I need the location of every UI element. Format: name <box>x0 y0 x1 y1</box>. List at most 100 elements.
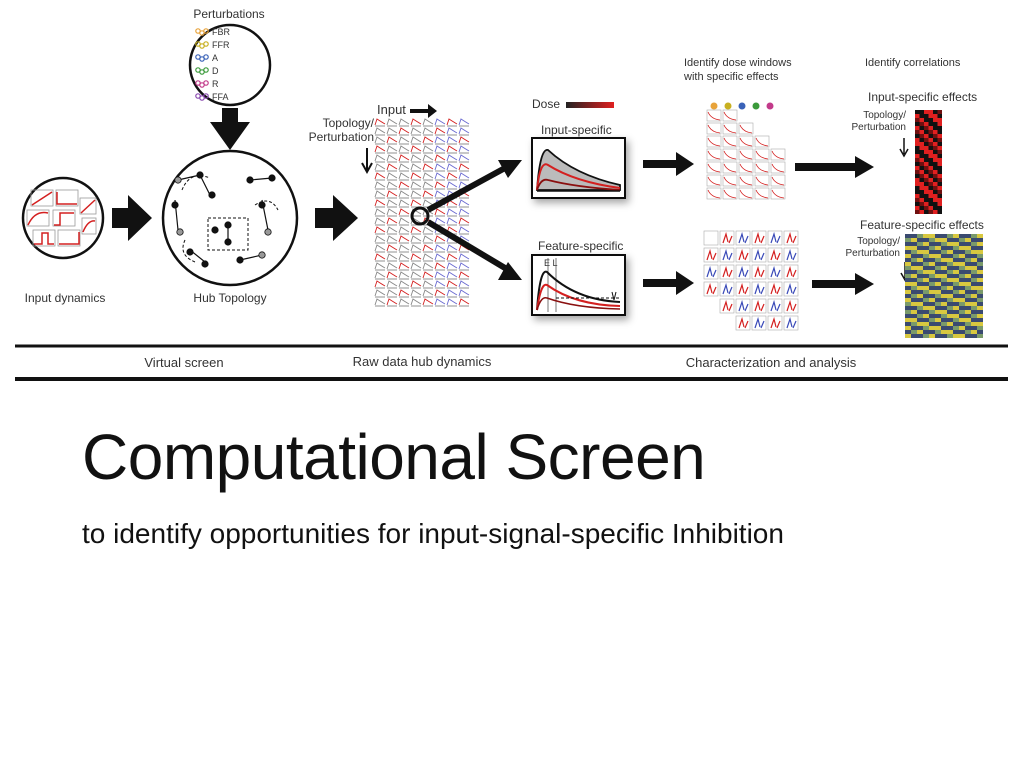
heatmap-cell <box>965 262 971 266</box>
heatmap-cell <box>971 282 977 286</box>
dose-window-cell <box>783 264 799 280</box>
dynamics-thumbnail <box>434 154 446 162</box>
dose-window-cell <box>738 161 754 174</box>
cell-frame <box>754 135 770 148</box>
dynamics-thumbnail <box>458 235 470 243</box>
heatmap-cell <box>977 274 983 278</box>
heatmap-cell <box>905 238 911 242</box>
heatmap-cell <box>917 286 923 290</box>
dynamics-thumbnail <box>410 271 422 279</box>
heatmap-cell <box>929 310 935 314</box>
dynamics-thumbnail <box>386 172 398 180</box>
heatmap-cell <box>941 246 947 250</box>
heatmap-cell <box>928 186 933 190</box>
heatmap-cell <box>971 266 977 270</box>
heatmap-cell <box>941 258 947 262</box>
dynamics-thumbnail <box>374 280 386 288</box>
dose-window-cell <box>767 298 783 314</box>
selection-ring <box>410 206 430 226</box>
heatmap-cell <box>965 334 971 338</box>
heatmap-cell <box>915 162 920 166</box>
heatmap-cell <box>924 142 929 146</box>
heatmap-cell <box>965 330 971 334</box>
dose-window-cell <box>722 122 738 135</box>
cell-frame <box>706 187 722 200</box>
cell-curve <box>771 189 785 199</box>
heatmap-cell <box>924 210 929 214</box>
dynamics-thumbnail <box>446 127 458 135</box>
heatmap-cell <box>928 138 933 142</box>
heatmap-cell <box>917 298 923 302</box>
heatmap-cell <box>977 306 983 310</box>
dynamics-thumbnail <box>374 253 386 261</box>
heatmap-cell <box>935 318 941 322</box>
heatmap-cell <box>919 178 924 182</box>
feature-marks: E L <box>544 258 558 268</box>
heatmap-cell <box>915 186 920 190</box>
heatmap-cell <box>915 194 920 198</box>
heatmap-cell <box>928 110 933 114</box>
dynamics-thumbnail <box>446 289 458 297</box>
hub-node <box>246 176 254 184</box>
section-virtual-screen: Virtual screen <box>144 355 223 370</box>
cell-curve <box>723 124 737 134</box>
heatmap-cell <box>905 286 911 290</box>
hub-node <box>268 174 276 182</box>
heatmap-cell <box>923 250 929 254</box>
heatmap-cell <box>929 278 935 282</box>
dynamics-thumbnail <box>434 163 446 171</box>
dose-window-cell <box>719 230 735 246</box>
dose-window-cell <box>703 281 719 297</box>
input-specific-effects-label: Input-specific effects <box>868 90 977 104</box>
dynamics-thumbnail <box>398 163 410 171</box>
heatmap-cell <box>941 290 947 294</box>
heatmap-cell <box>953 262 959 266</box>
heatmap-cell <box>915 202 920 206</box>
heatmap-cell <box>928 150 933 154</box>
heatmap-cell <box>924 194 929 198</box>
dynamics-thumbnail <box>446 145 458 153</box>
heatmap-cell <box>919 114 924 118</box>
heatmap-cell <box>941 314 947 318</box>
heatmap-cell <box>923 266 929 270</box>
cell-frame <box>738 122 754 135</box>
heatmap-cell <box>924 202 929 206</box>
dynamics-thumbnail <box>446 217 458 225</box>
dynamics-thumbnail <box>434 181 446 189</box>
heatmap-cell <box>917 270 923 274</box>
heatmap-cell <box>953 266 959 270</box>
heatmap-cell <box>924 198 929 202</box>
heatmap-cell <box>911 258 917 262</box>
dynamics-thumbnail <box>446 136 458 144</box>
heatmap-cell <box>917 278 923 282</box>
heatmap-cell <box>977 314 983 318</box>
right-arrow-icon <box>112 195 152 241</box>
heatmap-cell <box>947 250 953 254</box>
dynamics-thumbnail <box>434 298 446 306</box>
dose-window-cell <box>770 148 786 161</box>
cell-frame <box>754 161 770 174</box>
cell-curve <box>770 231 781 244</box>
dose-window-cell <box>735 264 751 280</box>
heatmap-cell <box>937 170 942 174</box>
heatmap-cell <box>924 138 929 142</box>
dynamics-thumbnail <box>446 280 458 288</box>
perturbation-label: D <box>212 66 219 76</box>
heatmap-cell <box>959 330 965 334</box>
dynamics-thumbnail <box>458 289 470 297</box>
heatmap-cell <box>941 278 947 282</box>
heatmap-cell <box>928 182 933 186</box>
heatmap-cell <box>919 170 924 174</box>
dynamics-thumbnail <box>398 208 410 216</box>
dynamics-thumbnail <box>458 262 470 270</box>
cell-frame <box>706 161 722 174</box>
cell-frame <box>722 122 738 135</box>
heatmap-cell <box>953 314 959 318</box>
heatmap-cell <box>905 246 911 250</box>
heatmap-cell <box>905 314 911 318</box>
heatmap-cell <box>929 254 935 258</box>
dynamics-thumbnail <box>410 262 422 270</box>
right-arrow-icon <box>812 273 874 295</box>
heatmap-cell <box>923 262 929 266</box>
heatmap-cell <box>905 326 911 330</box>
